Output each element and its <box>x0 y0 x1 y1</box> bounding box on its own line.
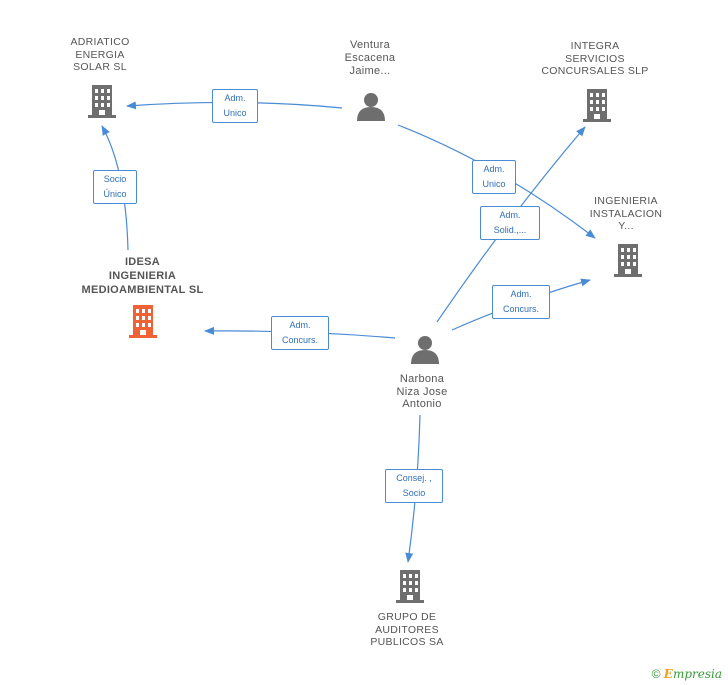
edge-label-line: Adm. <box>499 210 521 220</box>
node-label-line: Ventura <box>349 39 391 51</box>
edge-label-idesa-adriatico[interactable]: Socio Único <box>93 170 137 204</box>
person-icon <box>357 93 385 121</box>
empresia-watermark: © Empresia <box>652 667 722 681</box>
node-label-ingenieria[interactable]: INGENIERIA INSTALACION Y... <box>576 195 676 233</box>
node-label-idesa[interactable]: IDESA INGENIERIA MEDIOAMBIENTAL SL <box>70 255 215 297</box>
node-label-line: ADRIATICO <box>70 36 130 48</box>
edge-label-line: Consej. , <box>396 473 432 483</box>
edge-label-narbona-grupo[interactable]: Consej. , Socio <box>385 469 443 503</box>
node-label-line: Escacena <box>344 52 396 64</box>
node-label-line: Jaime... <box>349 65 391 77</box>
edge-label-ventura-ingenieria[interactable]: Adm. Unico <box>472 160 516 194</box>
node-label-narbona[interactable]: Narbona Niza Jose Antonio <box>372 373 472 411</box>
node-label-line: AUDITORES <box>375 623 439 636</box>
building-icon <box>396 570 424 603</box>
node-label-line: SERVICIOS <box>565 52 625 65</box>
edge-label-line: Unico <box>223 108 247 118</box>
edge-label-narbona-idesa[interactable]: Adm. Concurs. <box>271 316 329 350</box>
edge-label-line: Socio <box>103 174 127 184</box>
edge-label-line: Adm. <box>483 164 505 174</box>
edge-label-line: Adm. <box>224 93 246 103</box>
node-label-adriatico[interactable]: ADRIATICO ENERGIA SOLAR SL <box>50 36 150 74</box>
copyright-symbol: © <box>651 667 661 681</box>
edge-label-line: Concurs. <box>502 304 539 314</box>
node-label-line: Y... <box>618 220 634 232</box>
node-label-line: GRUPO DE <box>377 611 437 623</box>
node-label-line: Antonio <box>402 398 442 410</box>
edge-label-line: Unico <box>482 179 506 189</box>
edge-label-line: Adm. <box>510 289 532 299</box>
node-label-integra[interactable]: INTEGRA SERVICIOS CONCURSALES SLP <box>535 40 655 78</box>
node-label-line: MEDIOAMBIENTAL SL <box>81 284 204 296</box>
node-label-line: INTEGRA <box>570 40 620 52</box>
edge-label-line: Único <box>103 189 127 199</box>
building-icon <box>583 89 611 122</box>
edge-label-narbona-ingenieria[interactable]: Adm. Concurs. <box>492 285 550 319</box>
node-label-line: INGENIERIA <box>594 195 658 207</box>
node-label-line: Narbona <box>399 373 445 385</box>
edge-label-narbona-integra[interactable]: Adm. Solid.,... <box>480 206 540 240</box>
node-label-line: INGENIERIA <box>108 270 177 282</box>
building-icon <box>614 244 642 277</box>
edge-label-line: Socio <box>402 488 426 498</box>
node-label-line: PUBLICOS SA <box>370 636 444 648</box>
building-icon-main <box>129 305 157 338</box>
node-label-line: IDESA <box>124 256 161 268</box>
edge-label-line: Concurs. <box>281 335 318 345</box>
edge-label-line: Adm. <box>289 320 311 330</box>
brand-logo: Empresia <box>663 667 722 681</box>
node-label-line: INSTALACION <box>589 207 663 220</box>
building-icon <box>88 85 116 118</box>
node-label-line: SOLAR SL <box>73 61 127 73</box>
edge-label-ventura-adriatico[interactable]: Adm. Unico <box>212 89 258 123</box>
node-label-line: Niza Jose <box>396 385 448 398</box>
node-label-line: CONCURSALES SLP <box>541 65 649 77</box>
node-label-line: ENERGIA <box>75 48 125 61</box>
edge-label-line: Solid.,... <box>493 225 527 235</box>
node-label-ventura[interactable]: Ventura Escacena Jaime... <box>320 39 420 78</box>
node-label-grupo[interactable]: GRUPO DE AUDITORES PUBLICOS SA <box>357 611 457 649</box>
person-icon <box>411 336 439 364</box>
